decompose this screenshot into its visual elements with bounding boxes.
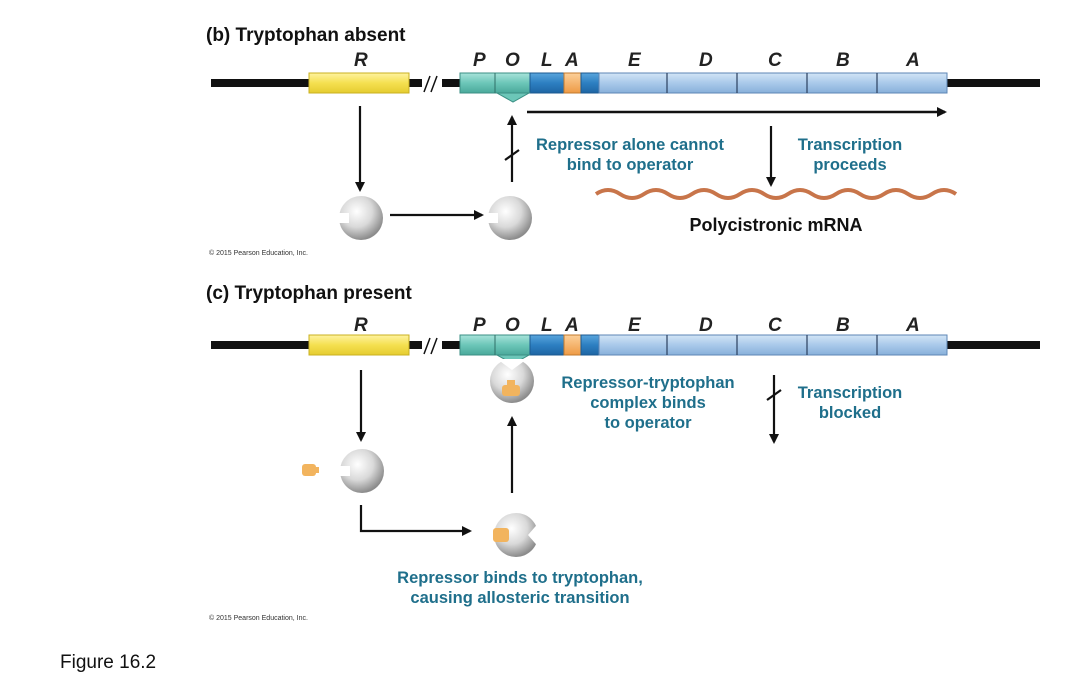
panel-b: (b) Tryptophan absent R P O L A E D C B … bbox=[206, 25, 1040, 257]
gene-label-a-att: A bbox=[564, 315, 579, 336]
copyright-b: © 2015 Pearson Education, Inc. bbox=[209, 249, 308, 257]
gene-label-b: B bbox=[836, 315, 850, 336]
figure-label: Figure 16.2 bbox=[60, 652, 156, 673]
gene-label-r: R bbox=[354, 315, 368, 336]
gene-label-e: E bbox=[628, 315, 642, 336]
label-repressor-cannot-bind-line2: bind to operator bbox=[567, 156, 694, 174]
panel-b-dna bbox=[211, 70, 1040, 103]
gene-label-a: A bbox=[905, 315, 920, 336]
label-complex-binds-line2: complex binds bbox=[590, 394, 706, 412]
panel-b-gene-labels: R P O L A E D C B A bbox=[354, 50, 920, 71]
gene-label-e: E bbox=[628, 50, 642, 71]
repressor-protein bbox=[340, 449, 384, 493]
label-transcription-line1: Transcription bbox=[798, 136, 903, 154]
gene-label-p: P bbox=[473, 50, 486, 71]
block-mark bbox=[766, 389, 782, 401]
panel-c: (c) Tryptophan present R P O L A E D C B… bbox=[206, 283, 1040, 622]
label-transcription-blocked-line1: Transcription bbox=[798, 384, 903, 402]
tryptophan-binding-arrow bbox=[359, 505, 472, 536]
label-complex-binds-line3: to operator bbox=[604, 414, 692, 432]
repressor-protein-inactive bbox=[488, 196, 532, 240]
block-mark bbox=[504, 149, 520, 161]
label-repressor-cannot-bind-line1: Repressor alone cannot bbox=[536, 136, 724, 154]
gene-label-l: L bbox=[541, 50, 553, 71]
tryptophan-molecule bbox=[493, 528, 509, 542]
gene-label-o: O bbox=[505, 315, 520, 336]
panel-c-gene-labels: R P O L A E D C B A bbox=[354, 315, 920, 336]
gene-label-l: L bbox=[541, 315, 553, 336]
gene-label-c: C bbox=[768, 315, 782, 336]
panel-c-title: (c) Tryptophan present bbox=[206, 283, 413, 304]
free-tryptophan bbox=[302, 464, 319, 476]
polycistronic-mrna bbox=[594, 188, 958, 200]
gene-label-r: R bbox=[354, 50, 368, 71]
tryptophan-molecule bbox=[502, 385, 520, 396]
label-transcription-blocked-line2: blocked bbox=[819, 404, 881, 422]
repressor-bound-to-operator bbox=[490, 359, 534, 403]
repressor-tryptophan-complex bbox=[493, 513, 541, 557]
label-mrna: Polycistronic mRNA bbox=[689, 215, 862, 235]
gene-label-d: D bbox=[699, 50, 713, 71]
gene-label-d: D bbox=[699, 315, 713, 336]
panel-c-dna bbox=[211, 332, 1040, 365]
gene-label-c: C bbox=[768, 50, 782, 71]
panel-b-title: (b) Tryptophan absent bbox=[206, 25, 406, 46]
label-allosteric-line2: causing allosteric transition bbox=[410, 589, 629, 607]
gene-label-o: O bbox=[505, 50, 520, 71]
gene-label-a-att: A bbox=[564, 50, 579, 71]
label-allosteric-line1: Repressor binds to tryptophan, bbox=[397, 569, 643, 587]
gene-label-p: P bbox=[473, 315, 486, 336]
copyright-c: © 2015 Pearson Education, Inc. bbox=[209, 614, 308, 622]
gene-label-a: A bbox=[905, 50, 920, 71]
label-complex-binds-line1: Repressor-tryptophan bbox=[561, 374, 734, 392]
repressor-protein bbox=[339, 196, 383, 240]
label-transcription-line2: proceeds bbox=[813, 156, 886, 174]
gene-label-b: B bbox=[836, 50, 850, 71]
